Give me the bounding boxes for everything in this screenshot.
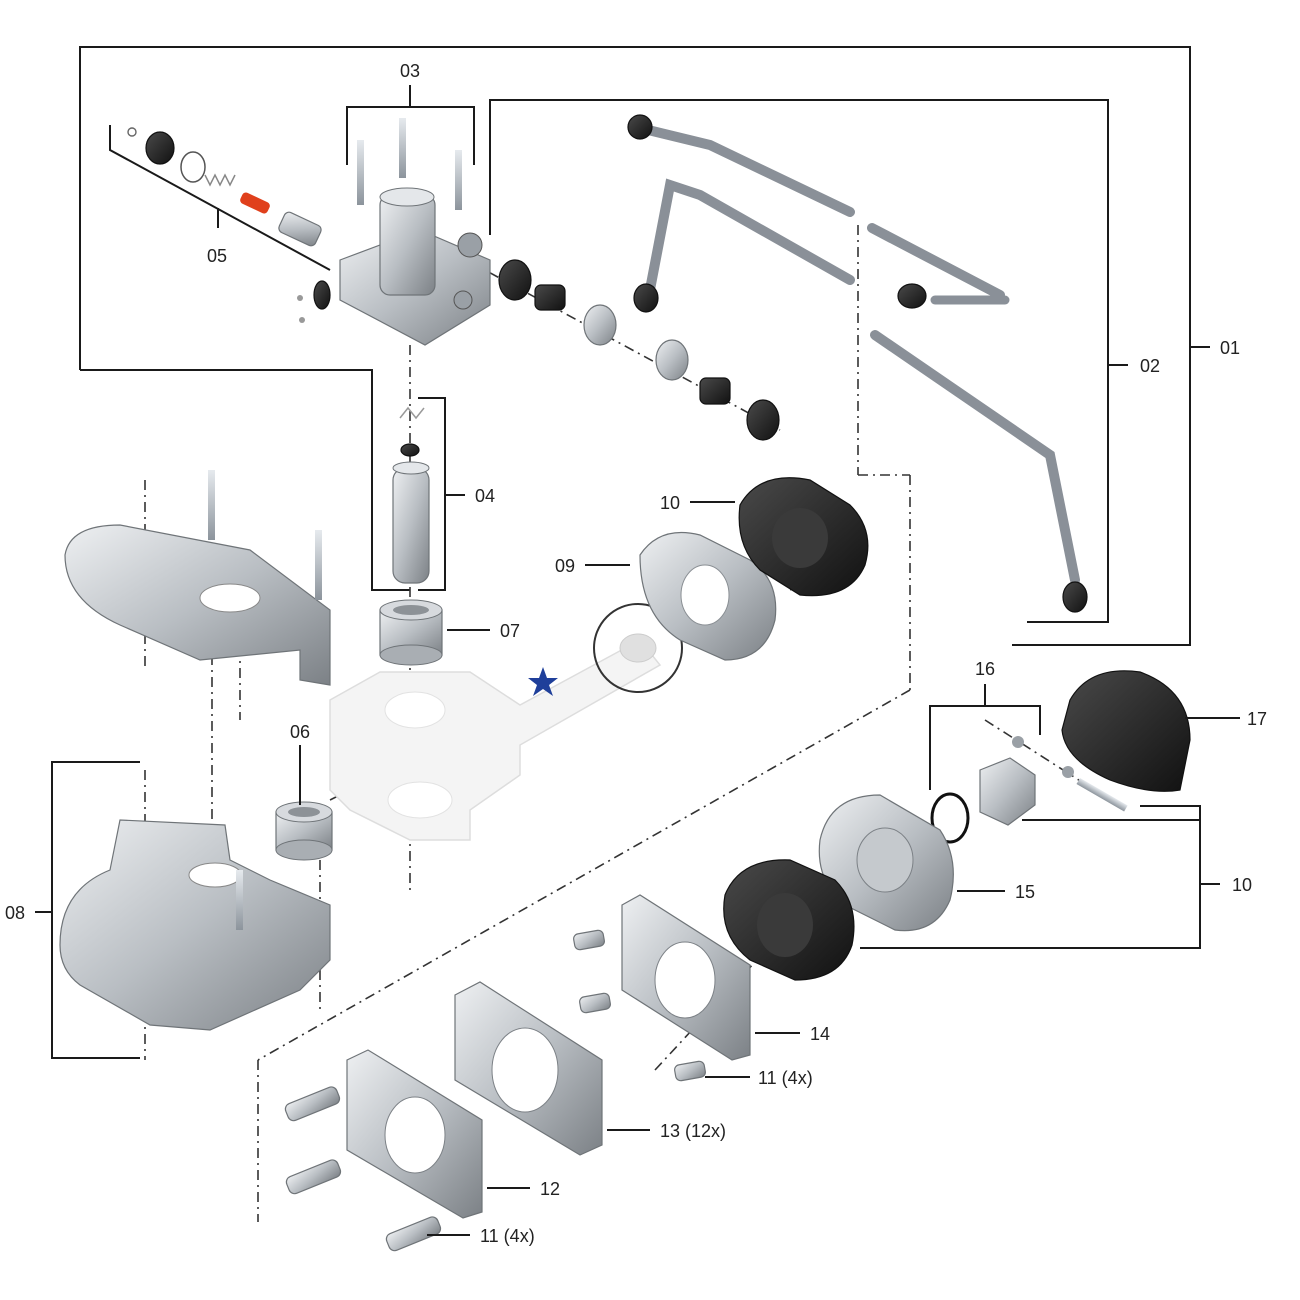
- part-07-bushing: [379, 599, 443, 666]
- label-17: 17: [1247, 709, 1267, 729]
- label-03: 03: [400, 61, 420, 81]
- group-bracket-01: [79, 46, 1210, 646]
- group-bracket-05: [109, 125, 331, 271]
- part-09-plate: [639, 531, 777, 661]
- label-05: 05: [207, 246, 227, 266]
- label-12: 12: [540, 1179, 560, 1199]
- part-03-valve-body: [339, 118, 491, 346]
- part-16-hardware: [930, 736, 1128, 844]
- label-11-mid: 11 (4x): [758, 1068, 813, 1088]
- label-15: 15: [1015, 882, 1035, 902]
- part-08-cover: [59, 819, 331, 1031]
- upper-mounting-bracket: [64, 470, 331, 686]
- label-16: 16: [975, 659, 995, 679]
- group-bracket-03: [346, 85, 475, 165]
- label-09: 09: [555, 556, 575, 576]
- group-bracket-02: [489, 99, 1128, 623]
- label-02: 02: [1140, 356, 1160, 376]
- group-bracket-04: [418, 397, 465, 591]
- group-bracket-08: [35, 761, 140, 1059]
- group-bracket-16: [929, 684, 1041, 790]
- callout-leaders: [299, 501, 1240, 1236]
- label-01: 01: [1220, 338, 1240, 358]
- part-14-flange-plate: [573, 894, 751, 1082]
- group-bracket-10-right: [860, 805, 1220, 949]
- part-10-bumper-upper: [738, 477, 869, 597]
- part-12-adapter-plate: [346, 1049, 483, 1219]
- part-13-shims: [454, 981, 603, 1156]
- star-icon: [528, 667, 558, 696]
- label-08: 08: [5, 903, 25, 923]
- label-04: 04: [475, 486, 495, 506]
- label-10-right: 10: [1232, 875, 1252, 895]
- label-14: 14: [810, 1024, 830, 1044]
- label-11-bottom: 11 (4x): [480, 1226, 535, 1246]
- label-13: 13 (12x): [660, 1121, 726, 1141]
- part-17-cap: [1061, 670, 1191, 792]
- part-05-valve-parts: [127, 127, 331, 323]
- label-06: 06: [290, 722, 310, 742]
- part-15-housing: [818, 794, 954, 932]
- part-02-lever-assembly: [498, 114, 1088, 613]
- highlighted-frame-part: [329, 603, 683, 841]
- label-10-top: 10: [660, 493, 680, 513]
- part-11-screws: [284, 1086, 442, 1252]
- label-07: 07: [500, 621, 520, 641]
- part-04-cylinder: [392, 406, 430, 584]
- part-06-bushing: [275, 801, 333, 861]
- part-10-bumper-lower: [723, 859, 855, 981]
